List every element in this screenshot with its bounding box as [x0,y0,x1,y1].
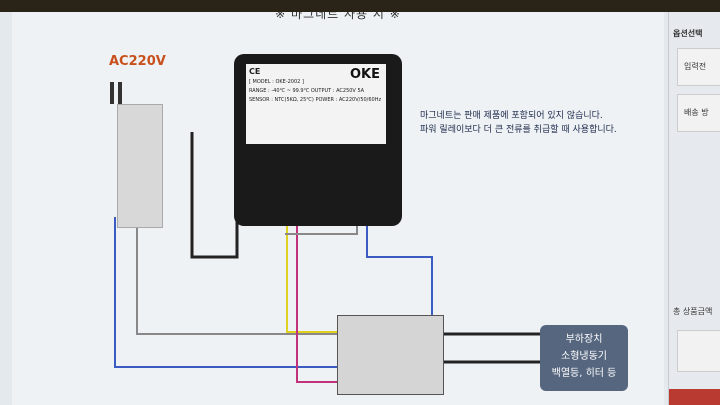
total-box [677,330,720,372]
range-text: RANGE : -40℃ ~ 99.9℃ [249,88,310,94]
sensor-wire [190,132,239,259]
wire-blue-2 [366,212,433,315]
ce-mark: CE [249,67,261,76]
load-device-box: 부하장치 소형냉동기 백열등, 히터 등 [540,325,628,391]
wire-yellow [286,212,337,333]
order-sidebar: 옵션선택 입력전 배송 방 총 상품금액 [668,12,720,405]
input-option-label: 입력전 [684,62,707,71]
load-line: 부하장치 [565,334,603,345]
note-line: 마그네트는 판매 제품에 포함되어 있지 않습니다. [420,111,603,121]
load-line: 백열등, 히터 등 [551,368,617,379]
controller-label: CE OKE [ MODEL : OKE-2002 ] RANGE : -40℃… [246,64,386,144]
output-text: OUTPUT : AC250V 5A [310,88,365,94]
screen: ※ 마그네트 사용 시 ※ AC220V CE OKE [ MODEL : OK… [0,12,720,405]
input-option[interactable]: 입력전 [677,48,720,86]
wire-blue-1 [114,217,337,368]
magnet-note: 마그네트는 판매 제품에 포함되어 있지 않습니다. 파워 릴레이보다 더 큰 … [420,109,617,137]
sensor-text: SENSOR : NTC(5KΩ, 25℃) [249,97,314,103]
shipping-option[interactable]: 배송 방 [677,94,720,132]
model-text: [ MODEL : OKE-2002 ] [249,79,304,85]
buy-button[interactable] [669,389,720,405]
load-wires [442,332,540,364]
total-label: 총 상품금액 [673,307,713,316]
option-label: 옵션선택 [673,29,703,38]
power-wires [110,82,122,104]
wire-gray-1 [136,217,337,335]
circuit-breaker [117,104,163,228]
product-detail-area: ※ 마그네트 사용 시 ※ AC220V CE OKE [ MODEL : OK… [12,12,664,405]
shipping-option-label: 배송 방 [684,108,709,117]
temperature-controller: CE OKE [ MODEL : OKE-2002 ] RANGE : -40℃… [234,54,402,226]
power-text: POWER : AC220V/50/60Hz [315,97,382,103]
section-title: ※ 마그네트 사용 시 ※ [275,12,401,21]
power-label: AC220V [109,54,166,69]
magnetic-contactor [337,315,444,395]
load-line: 소형냉동기 [561,351,607,362]
brand-logo: OKE [349,67,380,82]
note-line: 파워 릴레이보다 더 큰 전류를 취급할 때 사용합니다. [420,125,617,135]
wiring-diagram [110,82,540,383]
